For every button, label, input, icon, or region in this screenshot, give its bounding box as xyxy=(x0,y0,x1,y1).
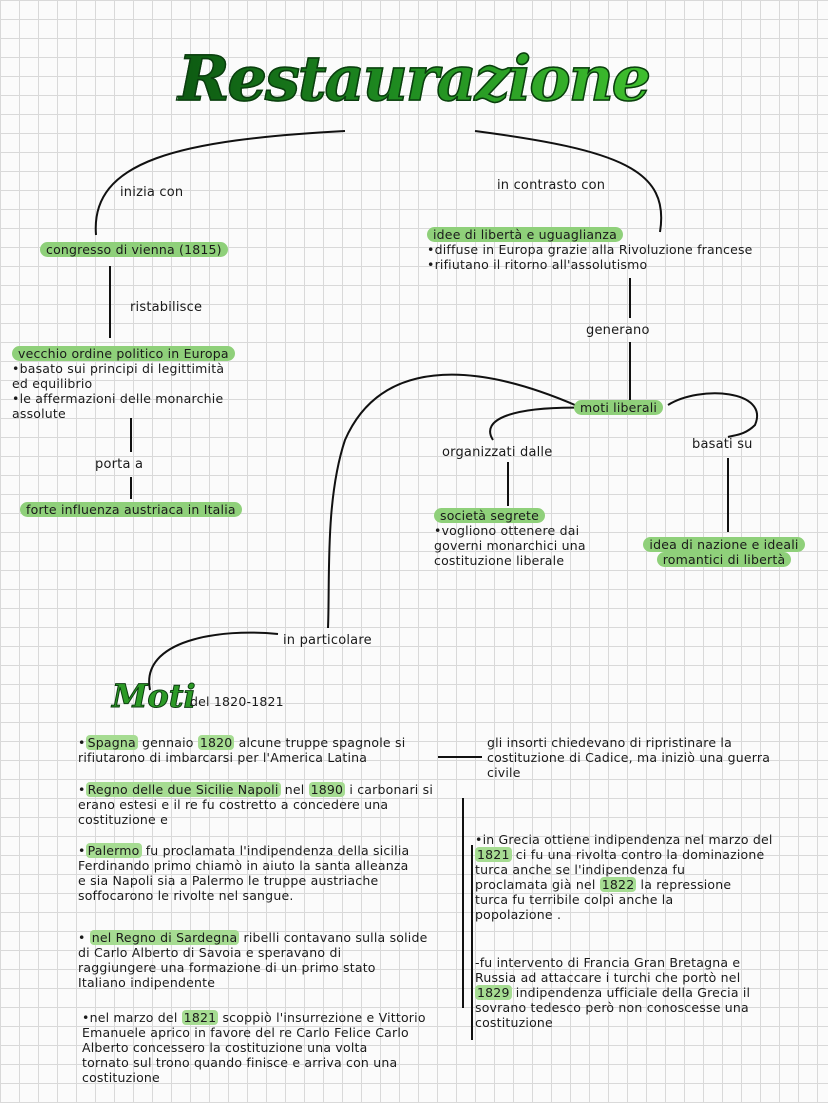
page-title: Restaurazione xyxy=(177,41,652,116)
spagna-rest: alcune truppe spagnole si xyxy=(234,735,406,750)
influenza-text: forte influenza austriaca in Italia xyxy=(20,502,242,517)
congresso-text: congresso di vienna (1815) xyxy=(40,242,228,257)
regno-rest: i carbonari si xyxy=(345,782,434,797)
spagna-block: •Spagna gennaio 1820 alcune truppe spagn… xyxy=(78,735,458,765)
societa-node: società segrete •vogliono ottenere dai g… xyxy=(434,508,624,568)
line-title-to-idee xyxy=(474,130,663,233)
idea-nazione-node: idea di nazione e ideali romantici di li… xyxy=(634,537,814,567)
grecia-line: popolazione . xyxy=(475,907,562,922)
marzo-line: Alberto concessero la costituzione una v… xyxy=(82,1040,368,1055)
palermo-line: Ferdinando primo chiamò in aiuto la sant… xyxy=(78,858,409,873)
insorti-line: civile xyxy=(487,765,521,780)
intervento-year: 1829 xyxy=(475,985,512,1000)
intervento-line: indipendenza ufficiale della Grecia il xyxy=(511,985,751,1000)
idee-heading: idee di libertà e uguaglianza xyxy=(427,227,623,242)
palermo-line: e sia Napoli sia a Palermo le truppe aus… xyxy=(78,873,379,888)
marzo-year: 1821 xyxy=(181,1010,219,1025)
idee-node: idee di libertà e uguaglianza •diffuse i… xyxy=(427,227,822,272)
sardegna-line: raggiungere una formazione di un primo s… xyxy=(78,960,376,975)
vecchio-ordine-line: •basato sui principi di legittimità xyxy=(12,361,225,376)
grecia-line: turca fu terribile colpì anche la xyxy=(475,892,674,907)
marzo-1821-block: •nel marzo del 1821 scoppiò l'insurrezio… xyxy=(82,1010,462,1085)
spagna-mid: gennaio xyxy=(137,735,198,750)
marzo-line: tornato sul trono quando finisce e arriv… xyxy=(82,1055,398,1070)
grecia-line: •in Grecia ottiene indipendenza nel marz… xyxy=(475,832,773,847)
intervento-line: -fu intervento di Francia Gran Bretagna … xyxy=(475,955,741,970)
regno-line: erano estesi e il re fu costretto a conc… xyxy=(78,797,389,812)
grecia-year: 1821 xyxy=(475,847,512,862)
sardegna-highlight: nel Regno di Sardegna xyxy=(89,930,240,945)
insorti-line: costituzione di Cadice, ma iniziò una gu… xyxy=(487,750,771,765)
idee-line: •diffuse in Europa grazie alla Rivoluzio… xyxy=(427,242,753,257)
sardegna-block: • nel Regno di Sardegna ribelli contavan… xyxy=(78,930,463,990)
insorti-line: gli insorti chiedevano di ripristinare l… xyxy=(487,735,732,750)
intervento-block: -fu intervento di Francia Gran Bretagna … xyxy=(475,955,820,1030)
palermo-highlight: Palermo xyxy=(85,843,142,858)
label-in-particolare: in particolare xyxy=(283,633,372,648)
marzo-line: Emanuele aprico in favore del re Carlo F… xyxy=(82,1025,409,1040)
line-particolare-to-moti xyxy=(148,631,279,691)
grecia-block: •in Grecia ottiene indipendenza nel marz… xyxy=(475,832,820,922)
societa-line: governi monarchici una xyxy=(434,538,586,553)
line-moti-to-basati xyxy=(667,392,759,438)
moti-title: Moti xyxy=(112,677,197,716)
label-inizia-con: inizia con xyxy=(120,185,184,200)
label-generano: generano xyxy=(586,323,650,338)
idea-nazione-line: romantici di libertà xyxy=(656,552,792,567)
line-moti-to-particolare xyxy=(327,373,576,629)
sardegna-line: Italiano indipendente xyxy=(78,975,216,990)
marzo-rest: scoppiò l'insurrezione e Vittorio xyxy=(218,1010,426,1025)
label-organizzati-dalle: organizzati dalle xyxy=(442,445,553,460)
vecchio-ordine-line: assolute xyxy=(12,406,66,421)
palermo-block: •Palermo fu proclamata l'indipendenza de… xyxy=(78,843,463,903)
grecia-line: turca anche se l'indipendenza fu xyxy=(475,862,686,877)
regno-block: •Regno delle due Sicilie Napoli nel 1890… xyxy=(78,782,458,827)
societa-line: costituzione liberale xyxy=(434,553,565,568)
spagna-highlight: Spagna xyxy=(85,735,138,750)
societa-line: •vogliono ottenere dai xyxy=(434,523,580,538)
societa-heading: società segrete xyxy=(434,508,546,523)
intervento-line: costituzione xyxy=(475,1015,553,1030)
moti-liberali-node: moti liberali xyxy=(574,400,664,415)
intervento-line: Russia ad attaccare i turchi che portò n… xyxy=(475,970,741,985)
idea-nazione-line: idea di nazione e ideali xyxy=(643,537,805,552)
intervento-line: sovrano tedesco però non conoscesse una xyxy=(475,1000,749,1015)
vecchio-ordine-heading: vecchio ordine politico in Europa xyxy=(12,346,235,361)
moti-date: del 1820-1821 xyxy=(190,694,284,709)
regno-highlight: Regno delle due Sicilie Napoli xyxy=(85,782,281,797)
sardegna-line: di Carlo Alberto di Savoia e speravano d… xyxy=(78,945,342,960)
vecchio-ordine-line: ed equilibrio xyxy=(12,376,93,391)
insorti-block: gli insorti chiedevano di ripristinare l… xyxy=(487,735,817,780)
marzo-line: costituzione xyxy=(82,1070,160,1085)
influenza-node: forte influenza austriaca in Italia xyxy=(20,502,242,517)
spagna-year: 1820 xyxy=(197,735,235,750)
label-porta-a: porta a xyxy=(95,457,144,472)
sardegna-rest: ribelli contavano sulla solide xyxy=(239,930,428,945)
regno-mid: nel xyxy=(280,782,309,797)
grecia-line: ci fu una rivolta contro la dominazione xyxy=(511,847,765,862)
grecia-line: la repressione xyxy=(636,877,732,892)
label-ristabilisce: ristabilisce xyxy=(130,300,203,315)
label-in-contrasto-con: in contrasto con xyxy=(497,178,606,193)
palermo-line: soffocarono le rivolte nel sangue. xyxy=(78,888,294,903)
vecchio-ordine-node: vecchio ordine politico in Europa •basat… xyxy=(12,346,272,421)
grecia-year: 1822 xyxy=(599,877,637,892)
vecchio-ordine-line: •le affermazioni delle monarchie xyxy=(12,391,224,406)
regno-line: costituzione e xyxy=(78,812,168,827)
palermo-rest: fu proclamata l'indipendenza della sicil… xyxy=(141,843,410,858)
moti-liberali-text: moti liberali xyxy=(574,400,664,415)
idee-line: •rifiutano il ritorno all'assolutismo xyxy=(427,257,648,272)
label-basati-su: basati su xyxy=(692,437,753,452)
regno-year: 1890 xyxy=(308,782,346,797)
spagna-line: rifiutarono di imbarcarsi per l'America … xyxy=(78,750,368,765)
moti-heading: Moti xyxy=(112,677,197,716)
line-title-to-congresso xyxy=(94,130,346,236)
grecia-line: proclamata già nel xyxy=(475,877,600,892)
marzo-pre: •nel marzo del xyxy=(82,1010,182,1025)
congresso-node: congresso di vienna (1815) xyxy=(40,242,228,257)
line-moti-to-organizzati xyxy=(489,406,596,441)
